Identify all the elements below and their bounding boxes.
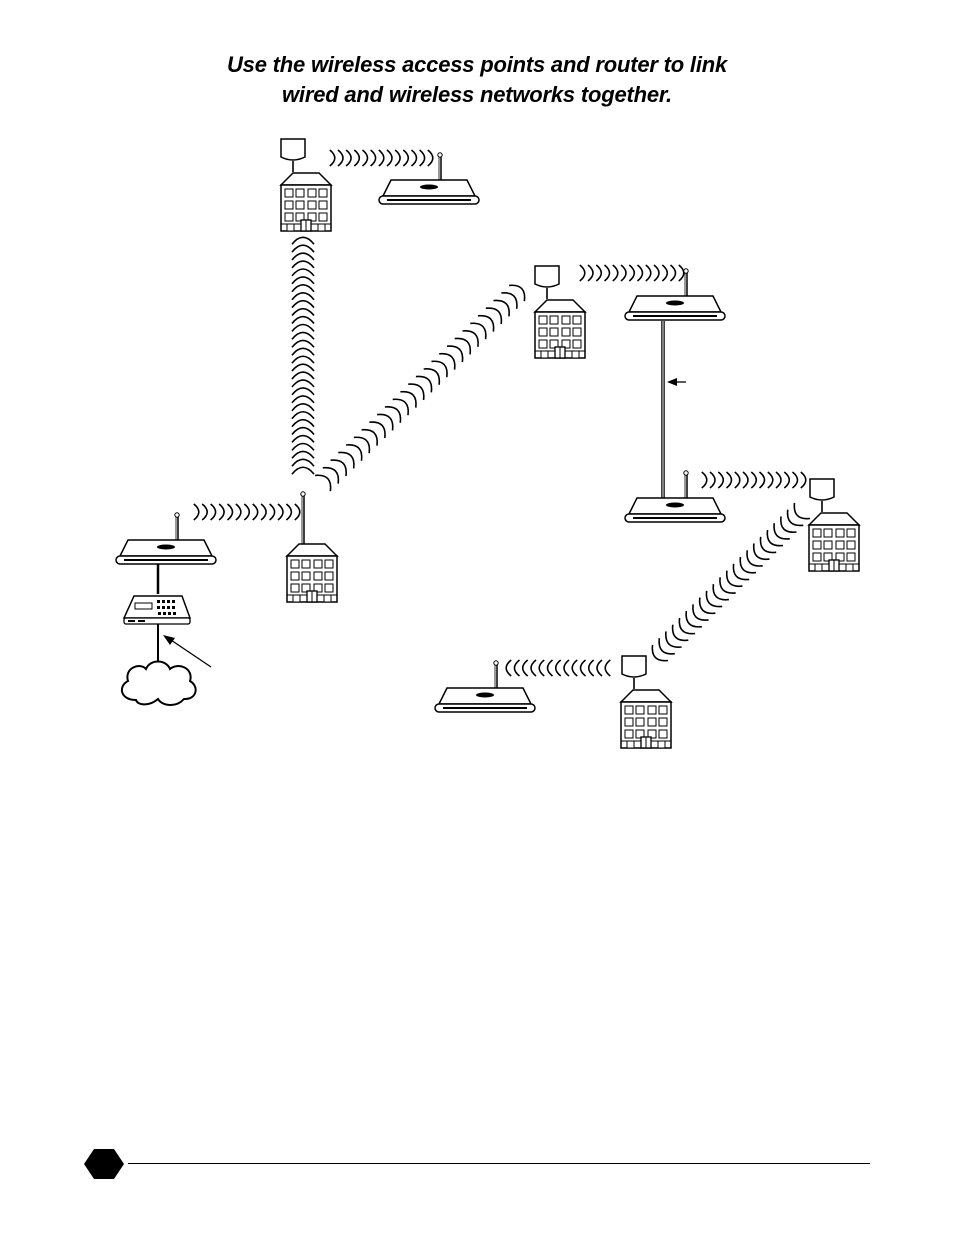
antenna-dish-icon bbox=[280, 138, 306, 173]
wireless-access-point-icon bbox=[434, 659, 536, 713]
caption-line-2: wired and wireless networks together. bbox=[282, 82, 672, 107]
wireless-access-point-icon bbox=[115, 511, 217, 565]
radio-wave-icon bbox=[193, 149, 811, 677]
building-bottom bbox=[620, 655, 672, 749]
antenna-dish-icon bbox=[809, 478, 835, 513]
building-icon bbox=[286, 543, 338, 603]
antenna-dish-icon bbox=[534, 265, 560, 300]
modem-icon bbox=[122, 595, 192, 625]
page-marker-icon bbox=[84, 1149, 124, 1179]
building-upper-right bbox=[534, 265, 586, 359]
building-icon bbox=[808, 512, 860, 572]
caption-line-1: Use the wireless access points and route… bbox=[226, 52, 728, 77]
wireless-access-point-icon bbox=[378, 151, 480, 205]
wireless-access-point-icon bbox=[624, 469, 726, 523]
diagram-caption: Use the wireless access points and route… bbox=[0, 50, 954, 110]
building-icon bbox=[534, 299, 586, 359]
building-icon bbox=[620, 689, 672, 749]
footer-rule bbox=[128, 1163, 870, 1164]
callout-arrow-icon bbox=[667, 378, 686, 386]
building-icon bbox=[280, 172, 332, 232]
building-top bbox=[280, 138, 332, 232]
building-center bbox=[286, 491, 338, 603]
cloud-icon bbox=[120, 660, 197, 706]
antenna-dish-icon bbox=[621, 655, 647, 690]
callout-arrow-icon bbox=[163, 635, 212, 668]
building-right bbox=[808, 478, 860, 572]
